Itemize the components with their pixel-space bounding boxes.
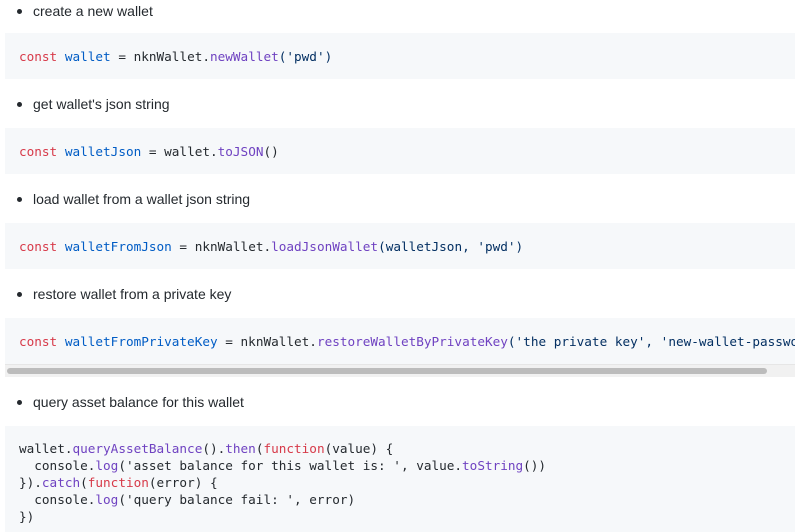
list-item: query asset balance for this wallet — [0, 391, 800, 413]
list-item: load wallet from a wallet json string — [0, 188, 800, 210]
scrollbar-thumb[interactable] — [7, 368, 767, 374]
list-item-text: create a new wallet — [33, 3, 153, 19]
list-item-text: load wallet from a wallet json string — [33, 191, 251, 207]
list-item-text: restore wallet from a private key — [33, 286, 232, 302]
code-block: const walletJson = wallet.toJSON() — [5, 128, 795, 174]
code-line: }) — [19, 509, 35, 524]
code-block: const walletFromJson = nknWallet.loadJso… — [5, 223, 795, 269]
code-line: const walletFromJson = nknWallet.loadJso… — [19, 239, 524, 254]
code-block: wallet.queryAssetBalance().then(function… — [5, 426, 795, 532]
bullet-icon — [17, 197, 22, 202]
code-line: }).catch(function(error) { — [19, 475, 218, 490]
bullet-icon — [17, 9, 22, 14]
list-item: create a new wallet — [0, 0, 800, 22]
code-line: wallet.queryAssetBalance().then(function… — [19, 441, 394, 456]
list-item: restore wallet from a private key — [0, 283, 800, 305]
code-block: const wallet = nknWallet.newWallet('pwd'… — [5, 33, 795, 79]
bullet-icon — [17, 292, 22, 297]
code-block: const walletFromPrivateKey = nknWallet.r… — [5, 318, 795, 365]
bullet-icon — [17, 400, 22, 405]
bullet-icon — [17, 102, 22, 107]
list-item: get wallet's json string — [0, 93, 800, 115]
list-item-text: get wallet's json string — [33, 96, 170, 112]
code-line: const walletFromPrivateKey = nknWallet.r… — [19, 334, 795, 349]
code-line: const wallet = nknWallet.newWallet('pwd'… — [19, 49, 333, 64]
code-line: const walletJson = wallet.toJSON() — [19, 144, 279, 159]
code-line: console.log('asset balance for this wall… — [19, 458, 547, 473]
code-line: console.log('query balance fail: ', erro… — [19, 492, 356, 507]
horizontal-scrollbar[interactable] — [5, 364, 795, 377]
list-item-text: query asset balance for this wallet — [33, 394, 244, 410]
